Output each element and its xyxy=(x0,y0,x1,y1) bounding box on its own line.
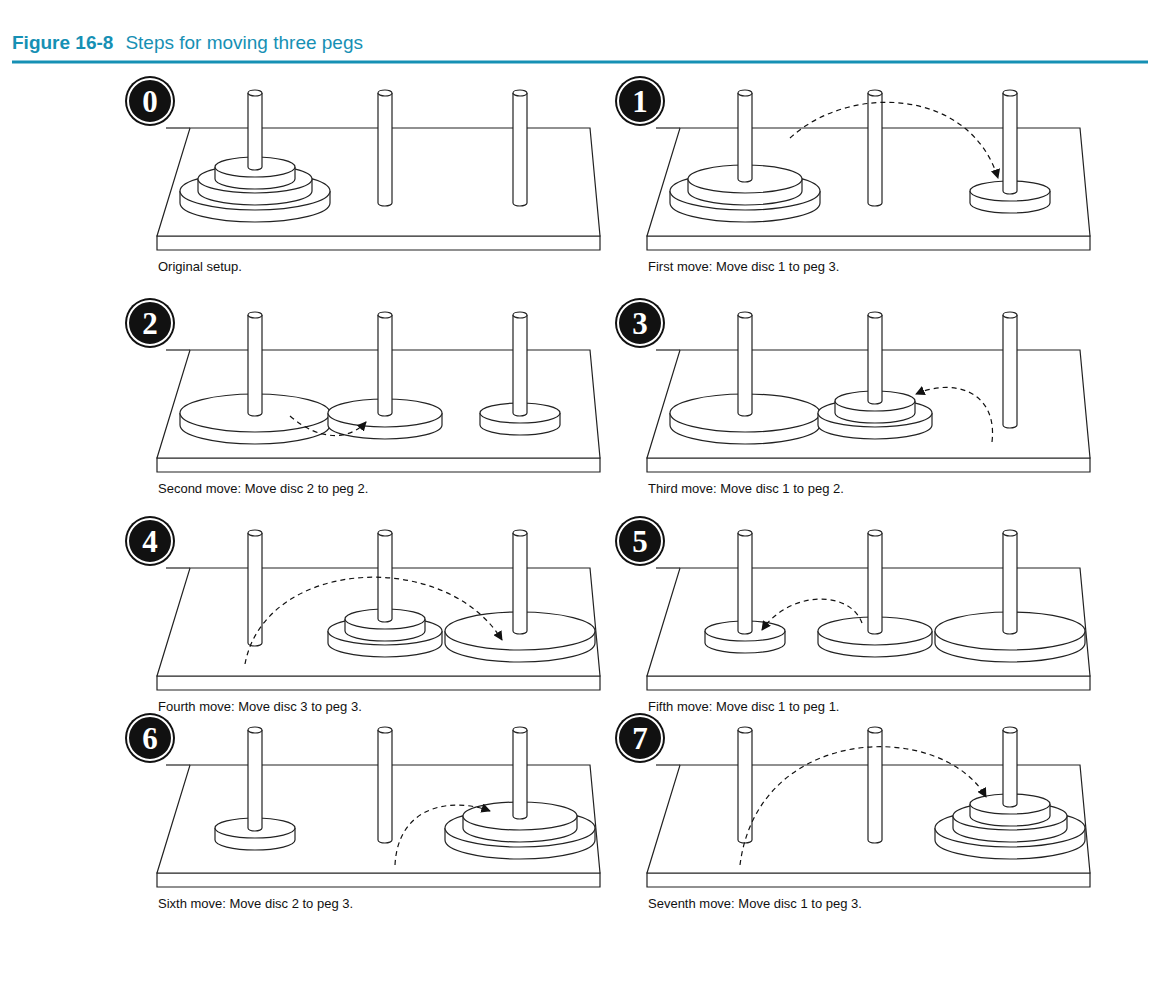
step-number: 2 xyxy=(142,308,158,339)
step-number: 0 xyxy=(142,86,158,117)
header-rule xyxy=(12,61,1148,64)
hanoi-board xyxy=(157,90,600,250)
step-caption: First move: Move disc 1 to peg 3. xyxy=(648,259,839,274)
hanoi-board xyxy=(157,530,600,690)
step-number: 7 xyxy=(632,723,648,754)
step-number: 3 xyxy=(632,308,648,339)
step-badge: 2 xyxy=(127,300,173,346)
step-badge: 4 xyxy=(127,518,173,564)
step-badge: 6 xyxy=(127,715,173,761)
figure-title: Steps for moving three pegs xyxy=(125,32,363,54)
hanoi-board xyxy=(647,90,1090,250)
step-badge: 5 xyxy=(617,518,663,564)
figure-number: Figure 16-8 xyxy=(12,32,113,54)
hanoi-board xyxy=(647,727,1090,887)
step-badge: 1 xyxy=(617,78,663,124)
step-number: 1 xyxy=(632,86,648,117)
hanoi-board xyxy=(157,312,600,472)
step-caption: Second move: Move disc 2 to peg 2. xyxy=(158,481,368,496)
step-number: 6 xyxy=(142,723,158,754)
step-number: 5 xyxy=(632,526,648,557)
step-caption: Fifth move: Move disc 1 to peg 1. xyxy=(648,699,839,714)
step-caption: Original setup. xyxy=(158,259,242,274)
step-caption: Sixth move: Move disc 2 to peg 3. xyxy=(158,896,353,911)
hanoi-board xyxy=(647,530,1090,690)
hanoi-board xyxy=(157,727,600,887)
step-badge: 3 xyxy=(617,300,663,346)
step-caption: Seventh move: Move disc 1 to peg 3. xyxy=(648,896,862,911)
step-badge: 7 xyxy=(617,715,663,761)
step-badge: 0 xyxy=(127,78,173,124)
step-number: 4 xyxy=(142,526,158,557)
step-caption: Fourth move: Move disc 3 to peg 3. xyxy=(158,699,362,714)
hanoi-board xyxy=(647,312,1090,472)
step-caption: Third move: Move disc 1 to peg 2. xyxy=(648,481,844,496)
